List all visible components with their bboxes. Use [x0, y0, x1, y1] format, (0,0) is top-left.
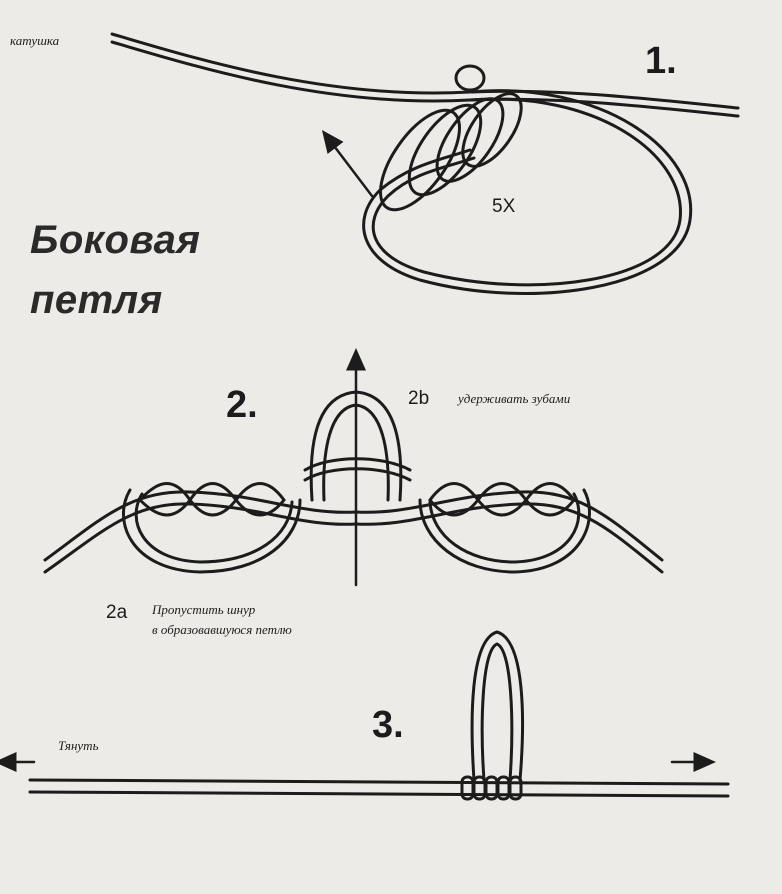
step-2a-text-line-2: в образовавшуюся петлю — [152, 622, 292, 637]
step-2-number: 2. — [226, 384, 258, 426]
pull-label: Тянуть — [58, 738, 99, 753]
step-3-number: 3. — [372, 704, 404, 746]
step3-drawing — [0, 630, 730, 801]
step-2a-text-line-1: Пропустить шнур — [152, 602, 256, 617]
reel-label: катушка — [10, 33, 60, 48]
step1-drawing — [110, 32, 740, 295]
turns-label: 5X — [492, 196, 516, 217]
step-2b-text: удерживать зубами — [458, 391, 571, 406]
step-2a-number: 2a — [106, 602, 128, 623]
title-line-1: Боковая — [30, 218, 201, 262]
step2-drawing — [43, 348, 664, 587]
step-1-number: 1. — [645, 40, 677, 82]
title-line-2: петля — [30, 278, 163, 322]
step-2b-number: 2b — [408, 388, 430, 409]
